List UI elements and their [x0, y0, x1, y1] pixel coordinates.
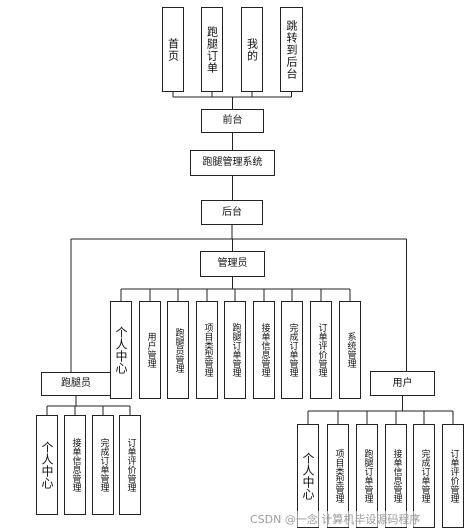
admin-child-completed-order-management: 完成订单管理: [281, 301, 303, 399]
user-child-accept-info-management: 接单信息管理: [385, 424, 407, 528]
user-child-order-management: 跑腿订单管理: [356, 424, 378, 528]
runner-child-label: 完成订单管理: [98, 438, 109, 492]
admin-child-label: 订单评价管理: [316, 323, 327, 377]
node-paotui-orders: 跑腿订单: [201, 7, 223, 92]
node-shouye: 首页: [162, 7, 184, 92]
node-runner-label: 跑腿员: [61, 378, 91, 389]
node-backend: 后台: [201, 200, 263, 225]
node-admin: 管理员: [200, 251, 265, 277]
user-child-label: 接单信息管理: [391, 449, 402, 503]
user-child-label: 订单评价管理: [448, 449, 459, 503]
admin-child-label: 跑腿员管理: [173, 327, 184, 373]
node-runner: 跑腿员: [41, 372, 111, 396]
node-wode-label: 我的: [245, 37, 259, 62]
user-child-order-review-management: 订单评价管理: [442, 424, 464, 528]
admin-child-system-management: 系统管理: [339, 301, 361, 399]
admin-child-project-type-management: 项目类型管理: [196, 301, 218, 399]
node-wode: 我的: [241, 7, 263, 92]
admin-child-personal-center: 个人中心: [110, 301, 132, 399]
admin-child-label: 系统管理: [345, 332, 356, 368]
node-system-root: 跑腿管理系统: [190, 150, 275, 176]
node-goto-backend-label: 跳转到后台: [285, 19, 298, 80]
runner-child-completed-order-management: 完成订单管理: [92, 415, 114, 515]
admin-child-label: 个人中心: [114, 326, 128, 374]
runner-child-label: 接单信息管理: [70, 438, 81, 492]
user-child-completed-order-management: 完成订单管理: [413, 424, 435, 528]
admin-child-label: 跑腿订单管理: [230, 323, 241, 377]
runner-child-label: 订单评价管理: [125, 438, 136, 492]
admin-child-runner-management: 跑腿员管理: [167, 301, 189, 399]
runner-child-personal-center: 个人中心: [36, 415, 58, 515]
admin-child-label: 接单信息管理: [259, 323, 270, 377]
node-system-root-label: 跑腿管理系统: [202, 157, 263, 168]
runner-child-label: 个人中心: [40, 441, 54, 489]
node-shouye-label: 首页: [166, 37, 180, 62]
runner-child-accept-info-management: 接单信息管理: [64, 415, 86, 515]
admin-child-user-management: 用户管理: [139, 301, 161, 399]
admin-child-order-management: 跑腿订单管理: [224, 301, 246, 399]
node-frontend-label: 前台: [222, 115, 243, 126]
user-child-project-type-management: 项目类型管理: [327, 424, 349, 528]
node-user-label: 用户: [392, 377, 413, 389]
user-child-label: 项目类型管理: [333, 449, 344, 503]
runner-child-order-review-management: 订单评价管理: [119, 415, 141, 515]
admin-child-order-review-management: 订单评价管理: [310, 301, 332, 399]
admin-child-label: 项目类型管理: [202, 323, 213, 377]
admin-child-label: 完成订单管理: [287, 323, 298, 377]
node-paotui-orders-label: 跑腿订单: [205, 25, 219, 74]
admin-child-label: 用户管理: [145, 332, 156, 368]
node-user: 用户: [370, 371, 435, 396]
user-child-personal-center: 个人中心: [297, 424, 319, 528]
admin-child-accept-info-management: 接单信息管理: [253, 301, 275, 399]
node-frontend: 前台: [201, 109, 264, 133]
user-child-label: 个人中心: [301, 452, 315, 500]
user-child-label: 跑腿订单管理: [362, 449, 373, 503]
user-child-label: 完成订单管理: [419, 449, 430, 503]
node-admin-label: 管理员: [217, 258, 248, 269]
csdn-watermark: CSDN @一念 计算机毕设源码程序: [250, 511, 421, 527]
node-backend-label: 后台: [222, 206, 242, 218]
node-goto-backend: 跳转到后台: [280, 7, 303, 92]
